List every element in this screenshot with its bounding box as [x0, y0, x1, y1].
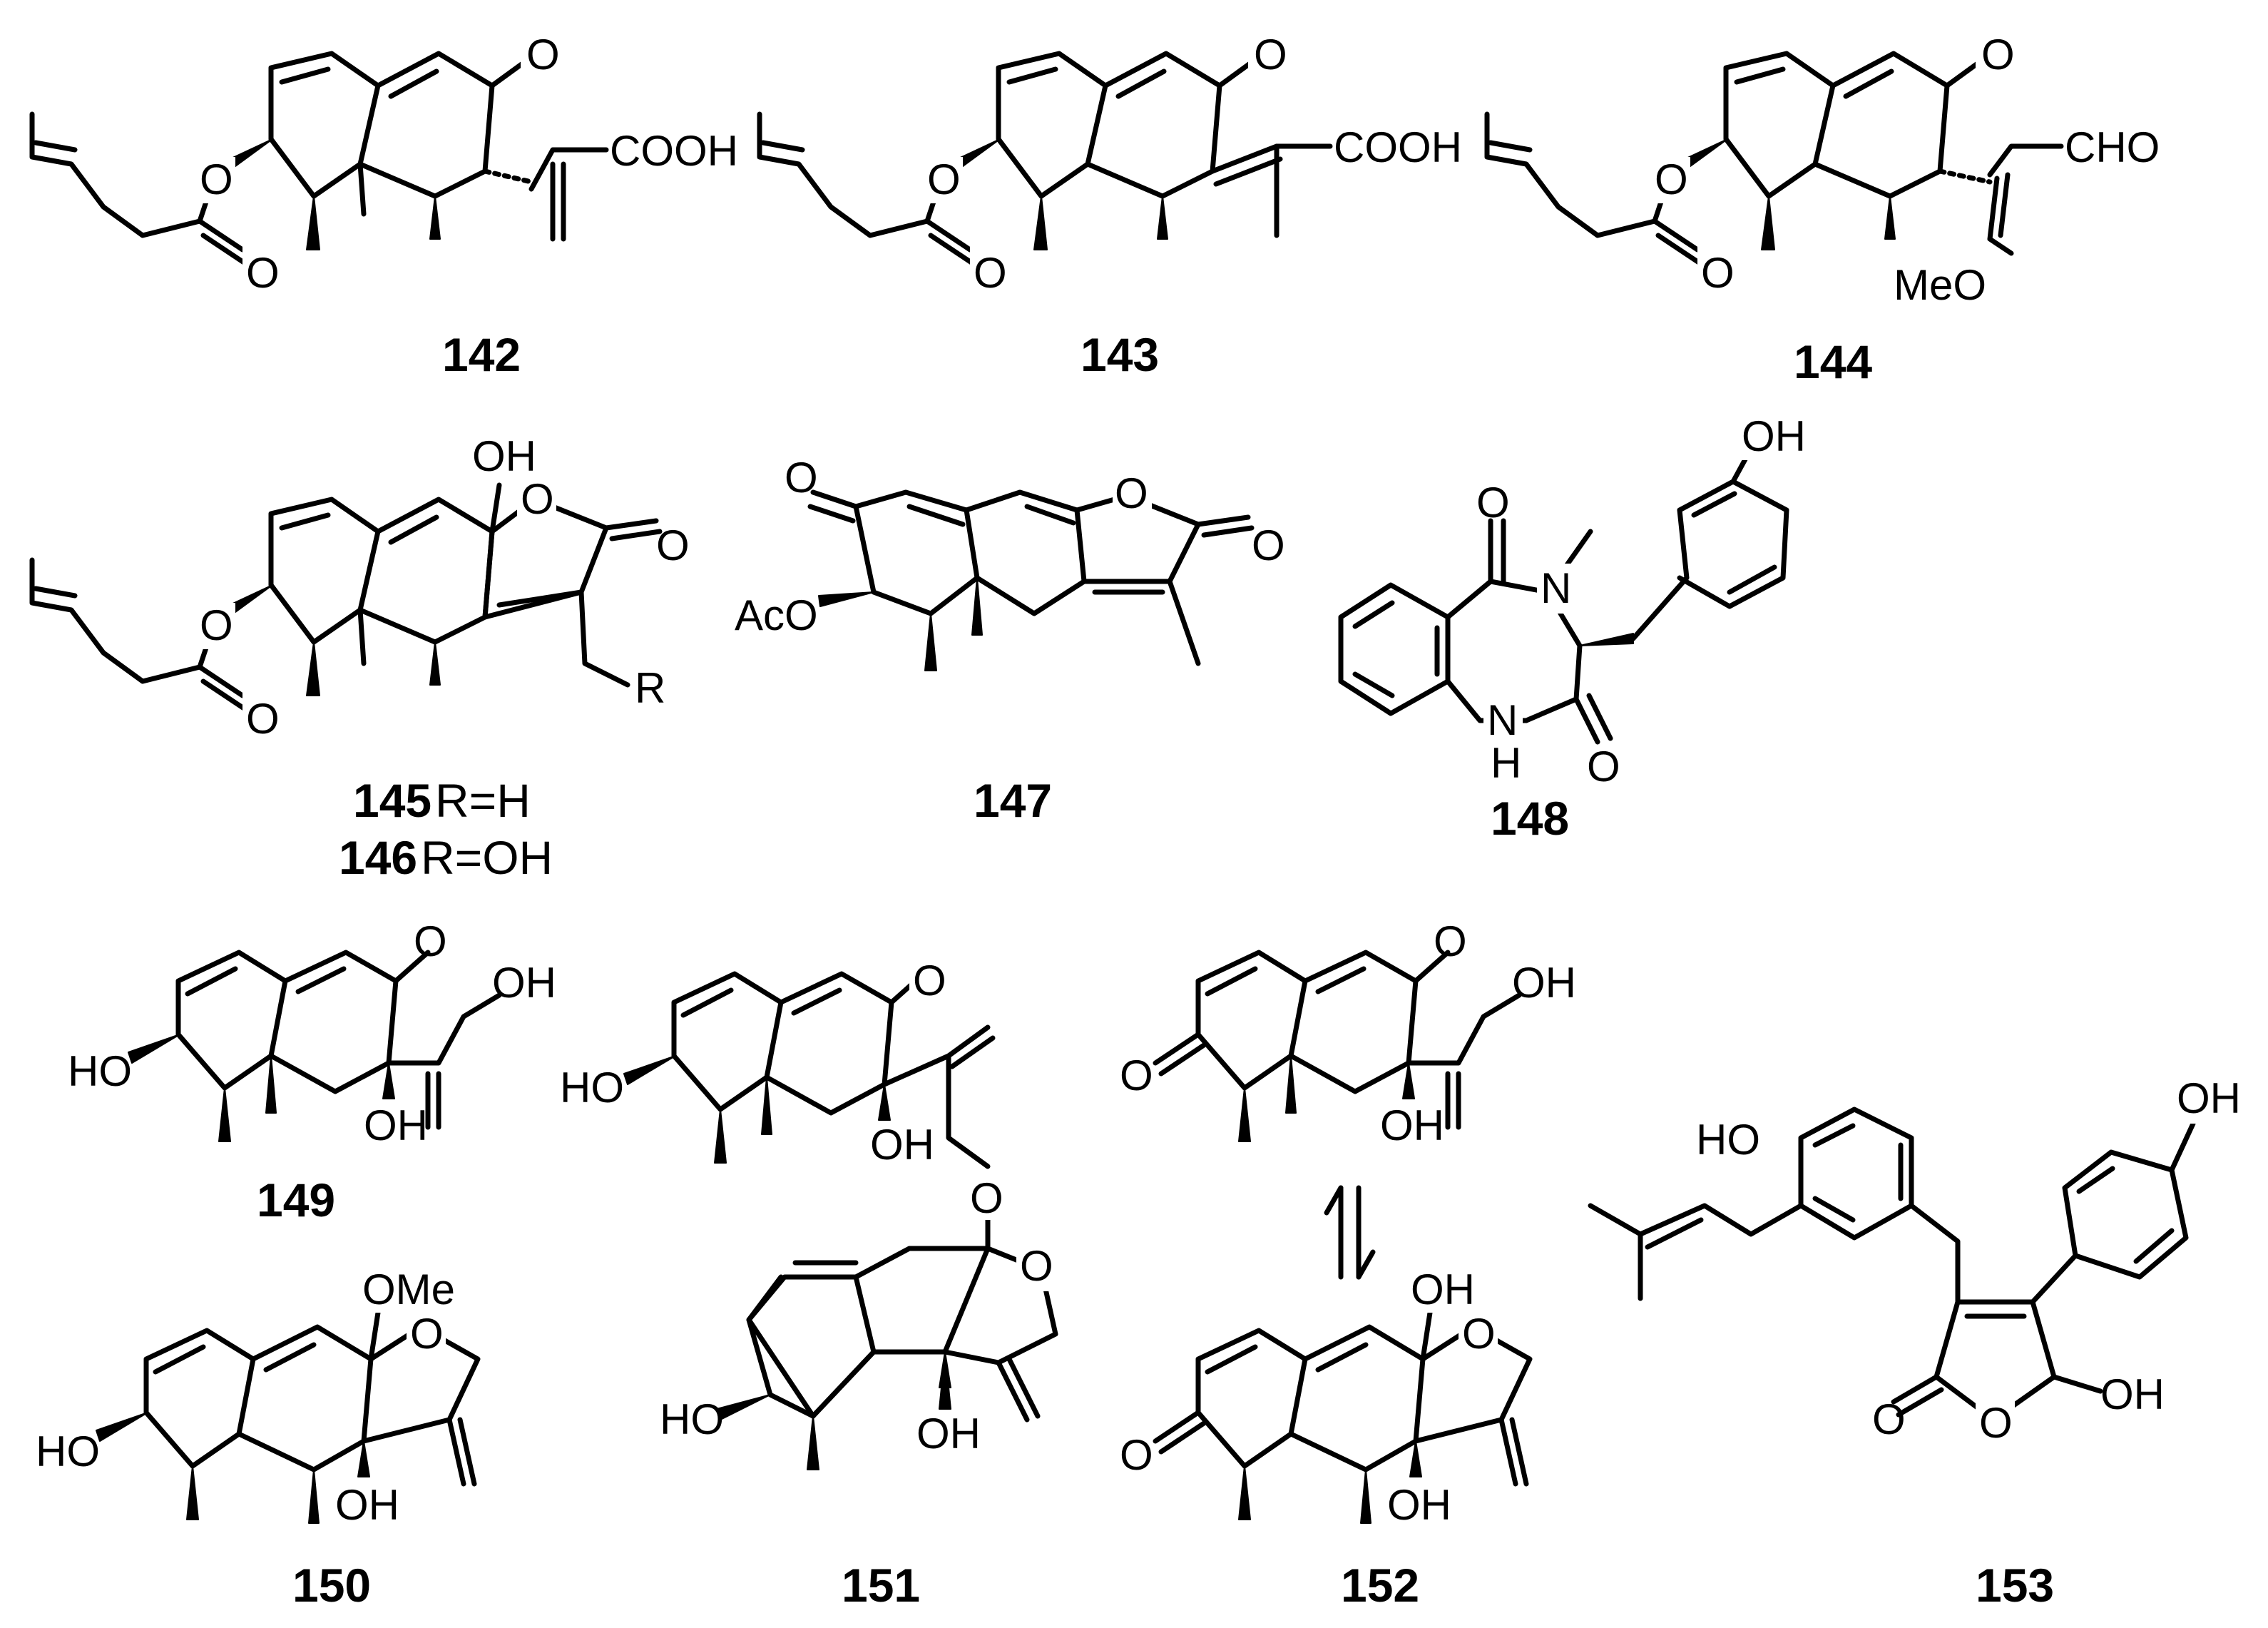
compound-number: 149	[257, 1174, 335, 1226]
compound-suffix: R=OH	[421, 831, 553, 884]
structure-145-146: OH O O O O R 145 R=H 146 R=OH	[29, 428, 690, 884]
equilibrium-arrows	[1324, 1185, 1376, 1280]
atom-label: OH	[1387, 1481, 1451, 1529]
atom-label: O	[1462, 1310, 1496, 1358]
atom-label: O	[414, 917, 447, 965]
compound-number: 147	[974, 774, 1052, 827]
atom-label: O	[1434, 917, 1467, 965]
atom-label: O	[927, 156, 961, 203]
atom-label: H	[1491, 739, 1521, 787]
atom-label: O	[1979, 1399, 2013, 1447]
atom-label: AcO	[735, 591, 818, 639]
atom-label: O	[913, 957, 946, 1004]
atom-label: OMe	[362, 1266, 455, 1313]
atom-label: O	[1981, 31, 2015, 78]
atom-label: O	[246, 695, 280, 743]
atom-label: OH	[2177, 1074, 2241, 1122]
atom-label: HO	[660, 1395, 724, 1443]
atom-label: HO	[36, 1428, 100, 1475]
atom-label: OH	[492, 959, 556, 1007]
atom-label: OH	[364, 1102, 428, 1149]
atom-label: O	[246, 249, 280, 297]
atom-label: R	[635, 664, 665, 712]
atom-label: COOH	[610, 127, 738, 175]
atom-label: OH	[870, 1121, 934, 1169]
structure-152-closed: OH O O OH 152	[1120, 1263, 1533, 1612]
atom-label: O	[1020, 1242, 1053, 1290]
atom-label: OH	[1512, 959, 1576, 1007]
atom-label: HO	[68, 1047, 132, 1095]
atom-label: O	[656, 522, 690, 569]
structure-142: O O O COOH 142	[29, 29, 738, 381]
atom-label: O	[970, 1174, 1003, 1222]
compound-suffix: R=H	[435, 774, 531, 827]
atom-label: N	[1487, 696, 1518, 744]
atom-label: O	[1254, 31, 1287, 78]
atom-label: OH	[1380, 1102, 1444, 1149]
atom-label: O	[526, 31, 560, 78]
atom-label: O	[1872, 1395, 1906, 1443]
atom-label: O	[1587, 743, 1620, 790]
atom-label: CHO	[2065, 123, 2160, 171]
atom-label: OH	[1742, 412, 1806, 460]
atom-label: O	[974, 249, 1007, 297]
compound-number: 152	[1341, 1559, 1419, 1612]
structure-144: O O O CHO MeO 144	[1484, 29, 2160, 388]
atom-label: O	[521, 475, 554, 523]
compound-number: 145	[353, 774, 431, 827]
atom-label: O	[1655, 156, 1688, 203]
compound-number: 148	[1491, 792, 1569, 845]
atom-label: HO	[1696, 1116, 1760, 1164]
structure-148: OH O N N H O 148	[1338, 410, 1806, 845]
atom-label: OH	[472, 432, 536, 480]
atom-label: O	[200, 601, 233, 649]
compound-number: 142	[442, 328, 521, 381]
atom-label: OH	[2100, 1370, 2165, 1418]
atom-label: COOH	[1334, 123, 1462, 171]
structure-147: O O O AcO 147	[735, 454, 1285, 827]
atom-label: O	[1120, 1431, 1153, 1479]
atom-label: O	[1476, 479, 1510, 526]
compound-number: 144	[1794, 335, 1872, 388]
structure-149: O OH HO OH 149	[68, 917, 556, 1226]
structure-143: O O O COOH 143	[757, 29, 1462, 381]
atom-label: O	[785, 454, 818, 502]
structure-151: O HO OH O O HO OH 151	[560, 952, 1058, 1612]
compound-number: 143	[1081, 328, 1159, 381]
compound-number: 146	[339, 831, 417, 884]
atom-label: OH	[1411, 1266, 1475, 1313]
atom-label: OH	[916, 1410, 981, 1457]
atom-label: OH	[335, 1481, 399, 1529]
compound-number: 151	[842, 1559, 920, 1612]
compound-number: 153	[1976, 1559, 2054, 1612]
structure-150: OMe O HO OH 150	[36, 1263, 481, 1612]
atom-label: O	[1115, 469, 1148, 517]
atom-label: O	[1701, 249, 1735, 297]
structure-152-open: O OH O OH	[1120, 917, 1576, 1149]
atom-label: N	[1541, 564, 1571, 612]
structure-153: HO OH O O OH 153	[1588, 1074, 2247, 1612]
atom-label: O	[200, 156, 233, 203]
compound-number: 150	[292, 1559, 371, 1612]
atom-label: HO	[560, 1064, 624, 1111]
atom-label: O	[410, 1310, 444, 1358]
atom-label: MeO	[1894, 261, 1986, 309]
atom-label: O	[1120, 1052, 1153, 1099]
atom-label: O	[1252, 522, 1285, 569]
